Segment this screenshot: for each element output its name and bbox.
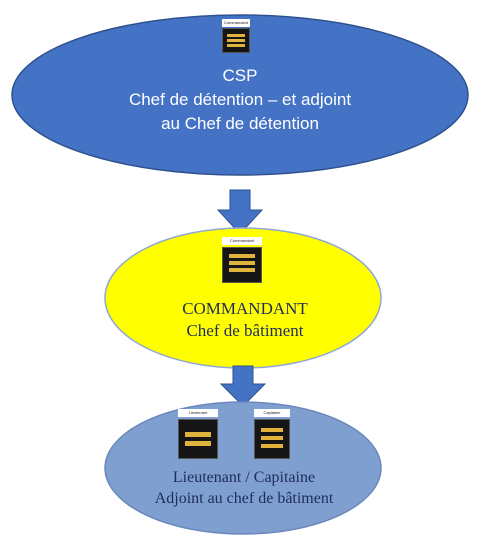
csp-role: Chef de détention – et adjoint — [128, 90, 352, 109]
arrow-down-1 — [216, 189, 264, 235]
insignia-stripe — [229, 268, 255, 272]
commandant-title: COMMANDANT — [182, 299, 308, 318]
lieutenant-node — [104, 401, 382, 535]
csp-label: CSP Chef de détention – et adjoint au Ch… — [40, 64, 440, 136]
lieutenant-title: Lieutenant / Capitaine — [172, 469, 316, 486]
commandant-insignia-icon: Commandant — [222, 19, 250, 53]
insignia-stripe — [227, 34, 245, 37]
csp-role-cont: au Chef de détention — [161, 114, 319, 133]
arrow-down-2 — [219, 365, 267, 407]
insignia-stripe — [227, 39, 245, 42]
insignia-tag: Commandant — [222, 19, 250, 27]
insignia-patch — [222, 28, 250, 53]
insignia-tag: Capitaine — [254, 409, 290, 417]
insignia-tag: Commandant — [222, 237, 262, 245]
insignia-stripe — [261, 428, 283, 432]
commandant-insignia-icon: Commandant — [222, 237, 262, 283]
commandant-label: COMMANDANT Chef de bâtiment — [110, 298, 380, 342]
insignia-stripe — [229, 254, 255, 258]
csp-node — [11, 14, 469, 176]
lieutenant-label: Lieutenant / Capitaine Adjoint au chef d… — [110, 467, 378, 509]
insignia-patch — [254, 419, 290, 459]
capitaine-insignia-icon: Capitaine — [254, 409, 290, 459]
insignia-patch — [178, 419, 218, 459]
lieutenant-insignia-icon: Lieutenant — [178, 409, 218, 459]
insignia-stripe — [261, 436, 283, 440]
commandant-role: Chef de bâtiment — [186, 321, 304, 340]
insignia-stripe — [185, 441, 211, 446]
insignia-stripe — [261, 444, 283, 448]
csp-title: CSP — [222, 66, 258, 85]
lieutenant-role: Adjoint au chef de bâtiment — [154, 490, 334, 507]
insignia-stripe — [227, 44, 245, 47]
insignia-tag: Lieutenant — [178, 409, 218, 417]
insignia-stripe — [229, 261, 255, 265]
insignia-patch — [222, 247, 262, 283]
insignia-stripe — [185, 432, 211, 437]
